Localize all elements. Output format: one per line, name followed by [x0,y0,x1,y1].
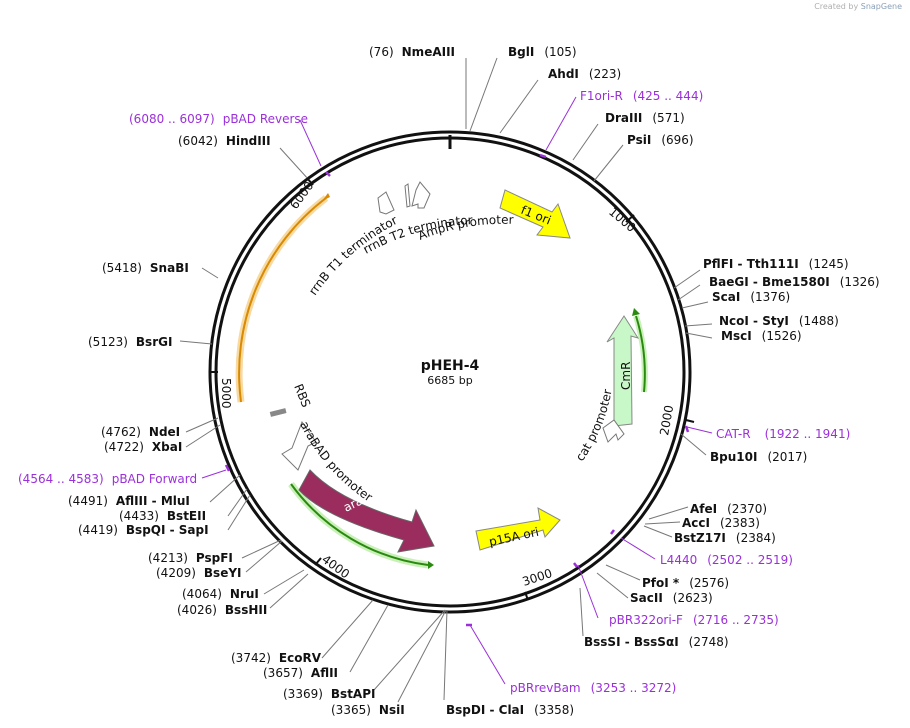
enzyme-label-hindiii: (6042)HindIII [178,134,271,148]
feature-label-rbs: RBS [291,382,313,409]
enzyme-label-acci: AccI(2383) [682,516,760,530]
enzyme-label-bsshii: (4026)BssHII [177,603,267,617]
enzyme-label-bsteii: (4433)BstEII [119,509,206,523]
primer-label-pbrrevbam: pBRrevBam(3253 .. 3272) [510,681,676,695]
feature-f1-ori [499,189,571,239]
enzyme-label-bpu10i: Bpu10I(2017) [710,450,807,464]
primer-label-f1ori-r: F1ori-R(425 .. 444) [580,89,703,103]
enzyme-label-pspfi: (4213)PspFI [148,551,233,565]
enzyme-label-afei: AfeI(2370) [690,502,767,516]
enzyme-label-scai: ScaI(1376) [712,290,790,304]
feature-cat-promoter [602,419,625,443]
enzyme-site-lines [179,57,713,703]
enzyme-label-bsssi-bsssai: BssSI - BssSαI(2748) [584,635,729,649]
orf-arrow-arac [428,561,434,569]
orf-arrow-pbad [322,193,330,201]
orf-arc-cmr-line [635,315,646,393]
primer-label-pbad-reverse: (6080 .. 6097)pBAD Reverse [129,112,308,126]
feature-label-rrnb-t1-terminator: rrnB T1 terminator [306,213,400,298]
plasmid-name: pHEH-4 [421,358,480,374]
snapgene-logo: SnapGene [860,2,902,11]
feature-rrnb-t1-terminator [377,191,395,215]
tick-label-5000: 5000 [219,378,233,409]
enzyme-label-draiii: DraIII(571) [605,111,685,125]
credit-prefix: Created by [814,2,859,11]
plasmid-size: 6685 bp [427,374,472,387]
enzyme-label-afliii-mlui: (4491)AflIII - MluI [68,494,190,508]
feature-label-cmr: CmR [619,362,633,390]
enzyme-label-sacii: SacII(2623) [630,591,713,605]
enzyme-label-psii: PsiI(696) [627,133,694,147]
enzyme-label-nsii: (3365)NsiI [331,703,405,717]
primer-labels: F1ori-R(425 .. 444) CAT-R(1922 .. 1941) … [18,89,850,695]
feature-arabad-promoter [281,420,317,471]
enzyme-label-ndei: (4762)NdeI [101,425,180,439]
primer-label-pbr322ori-f: pBR322ori-F(2716 .. 2735) [609,613,779,627]
enzyme-label-nrui: (4064)NruI [182,587,259,601]
orf-arrow-cmr [632,308,640,316]
enzyme-label-bstz17i: BstZ17I(2384) [674,531,776,545]
feature-rbs [269,408,287,417]
enzyme-label-ecorv: (3742)EcoRV [231,651,322,665]
enzyme-label-ahdi: AhdI(223) [548,67,621,81]
enzyme-label-snabi: (5418)SnaBI [102,261,189,275]
feature-p15a-ori [475,507,561,551]
primer-label-l4440: L4440(2502 .. 2519) [660,553,793,567]
primer-label-cat-r: CAT-R(1922 .. 1941) [716,427,850,441]
enzyme-label-pfoi: PfoI *(2576) [642,576,729,590]
primer-label-pbad-forward: (4564 .. 4583)pBAD Forward [18,472,197,486]
enzyme-label-baegi-bme1580i: BaeGI - Bme1580I(1326) [709,275,880,289]
feature-rrnb-t2-terminator [404,183,411,208]
primer-lines [201,96,713,685]
enzyme-label-bgli: BglI(105) [508,45,577,59]
primer-marks [224,153,690,627]
enzyme-label-msci: MscI(1526) [721,329,802,343]
ring-ticks [209,177,695,601]
orf-arc-pbad-line [238,197,327,403]
tick-label-2000: 2000 [657,404,676,437]
enzyme-labels: (76)NmeAIII BglI(105) AhdI(223) DraIII(5… [68,45,880,717]
orf-arc-arac-line [290,483,429,566]
enzyme-label-bseyi: (4209)BseYI [156,566,242,580]
feature-arac [298,469,435,553]
enzyme-label-bsrgi: (5123)BsrGI [88,335,172,349]
enzyme-label-xbai: (4722)XbaI [104,440,182,454]
enzyme-label-bstapi: (3369)BstAPI [283,687,375,701]
tick-label-1000: 1000 [606,205,638,235]
feature-ampr-promoter [411,181,431,209]
enzyme-label-bspqi-sapi: (4419)BspQI - SapI [78,523,209,537]
enzyme-label-bspdi-clai: BspDI - ClaI(3358) [446,703,574,717]
enzyme-label-aflii: (3657)AflII [263,666,338,680]
snapgene-credit: Created by SnapGene [814,2,902,11]
enzyme-label-nmeaiii: (76)NmeAIII [369,45,455,59]
enzyme-label-pflfi-tth111i: PflFI - Tth111I(1245) [703,257,849,271]
enzyme-label-ncoi-styi: NcoI - StyI(1488) [719,314,839,328]
feature-cmr [606,315,640,427]
